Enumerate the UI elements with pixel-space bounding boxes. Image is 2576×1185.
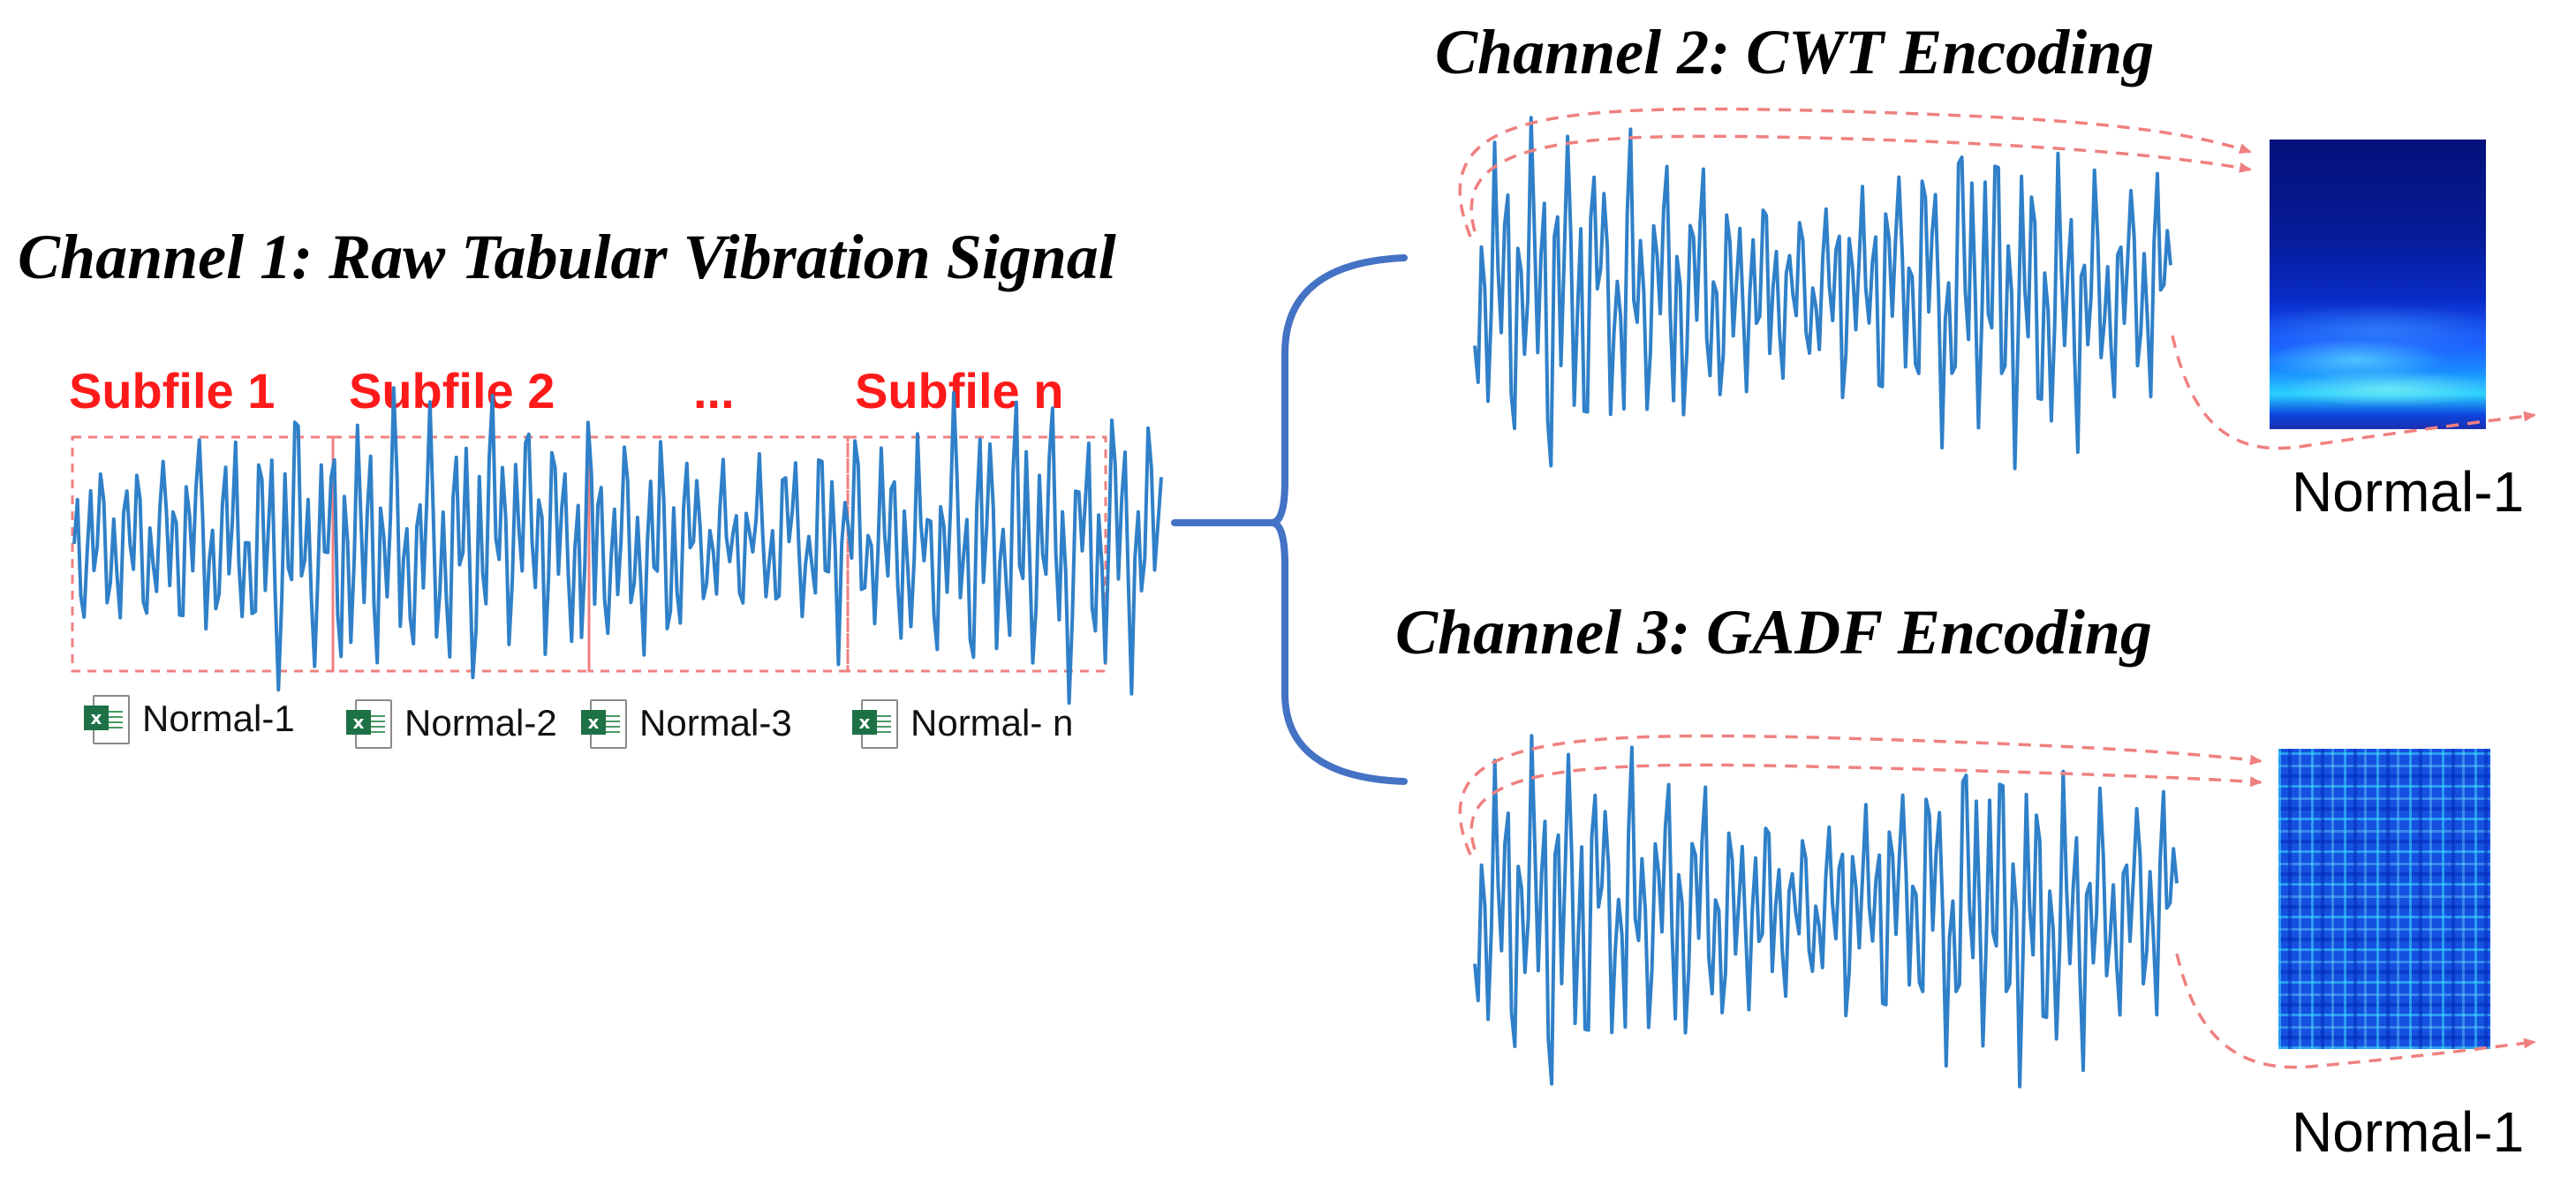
file-item-normal-2: x Normal-2 [346, 698, 557, 749]
gadf-image [2278, 749, 2490, 1049]
cwt-arrow-top-inner [1469, 134, 2252, 232]
excel-file-icon: x [581, 698, 627, 749]
excel-file-icon: x [346, 698, 392, 749]
subfile-label-n: Subfile n [855, 363, 1064, 419]
file-name: Normal-1 [142, 698, 295, 739]
cwt-arrow-top-outer [1458, 107, 2252, 238]
file-name: Normal- n [910, 702, 1074, 743]
file-name: Normal-3 [639, 702, 792, 743]
cwt-output-label: Normal-1 [2292, 460, 2525, 524]
subfile-label-1: Subfile 1 [69, 363, 276, 419]
subfile-boxes [71, 435, 1107, 673]
channel2-title: Channel 2: CWT Encoding [1435, 17, 2155, 87]
gadf-arrow-top-outer [1458, 734, 2262, 856]
subfile-label-ellipsis: ... [693, 363, 735, 419]
subfile-box-2 [331, 435, 591, 673]
subfile-box-n [846, 435, 1107, 673]
excel-file-icon: x [852, 698, 898, 749]
file-name: Normal-2 [404, 702, 557, 743]
file-item-normal-1: x Normal-1 [84, 693, 295, 744]
channel1-title: Channel 1: Raw Tabular Vibration Signal [18, 222, 1116, 292]
cwt-scalogram-image [2270, 140, 2486, 429]
subfile-box-3 [587, 435, 850, 673]
file-item-normal-n: x Normal- n [852, 698, 1073, 749]
cwt-arrow-bottom [2171, 335, 2536, 450]
raw-vibration-signal [72, 386, 1163, 706]
subfile-label-2: Subfile 2 [349, 363, 555, 419]
gadf-arrow-top-inner [1469, 763, 2262, 850]
excel-file-icon: x [84, 693, 130, 744]
gadf-input-signal [1473, 734, 2179, 1089]
split-brace [1171, 254, 1408, 785]
subfile-box-1 [71, 435, 335, 673]
gadf-output-label: Normal-1 [2292, 1100, 2525, 1164]
channel3-title: Channel 3: GADF Encoding [1395, 597, 2152, 668]
cwt-input-signal [1473, 116, 2172, 471]
file-item-normal-3: x Normal-3 [581, 698, 792, 749]
gadf-arrow-bottom [2175, 953, 2536, 1069]
